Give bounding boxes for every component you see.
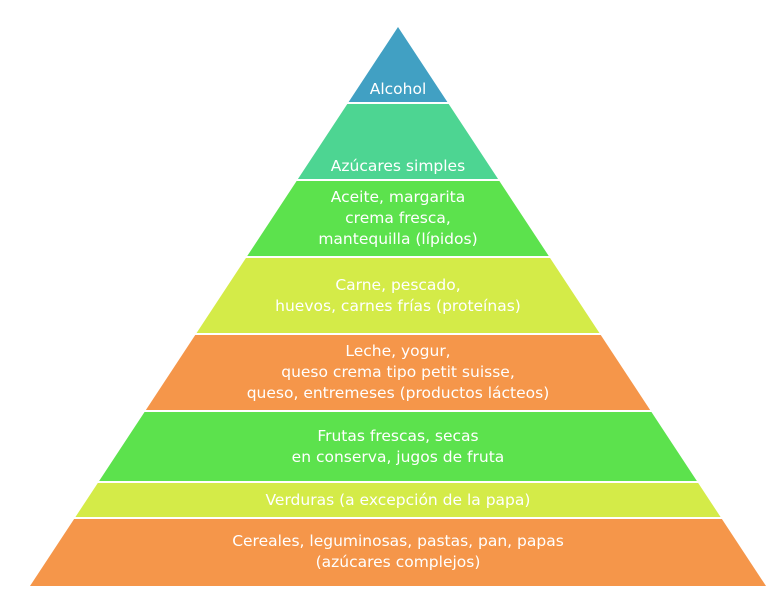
level-label-fruits: Frutas frescas, secas en conserva, jugos…	[98, 411, 697, 482]
level-line: Cereales, leguminosas, pastas, pan, papa…	[232, 532, 564, 550]
level-line: mantequilla (lípidos)	[318, 230, 478, 248]
level-label-simple-sugars: Azúcares simples	[297, 103, 498, 180]
level-line: crema fresca,	[345, 209, 451, 227]
level-line: Azúcares simples	[330, 157, 466, 175]
level-label-lipids: Aceite, margarita crema fresca, mantequi…	[247, 180, 550, 257]
level-line: en conserva, jugos de fruta	[291, 447, 505, 466]
level-band-simple-sugars	[297, 104, 499, 179]
level-line: Leche, yogur,	[345, 342, 451, 360]
level-band-cereals	[30, 519, 766, 586]
level-line: huevos, carnes frías (proteínas)	[275, 296, 521, 315]
level-line: Aceite, margarita	[330, 188, 466, 206]
level-line: Verduras (a excepción de la papa)	[265, 490, 531, 509]
level-line: queso, entremeses (productos lácteos)	[246, 384, 550, 402]
level-label-proteins: Carne, pescado, huevos, carnes frías (pr…	[196, 257, 600, 334]
level-line: Frutas frescas, secas	[317, 426, 479, 445]
level-band-lipids	[247, 181, 549, 256]
level-band-fruits	[99, 412, 697, 481]
level-label-vegetables: Verduras (a excepción de la papa)	[75, 482, 721, 518]
level-label-alcohol: Alcohol	[348, 27, 448, 103]
level-line: Alcohol	[369, 80, 427, 98]
level-line: queso crema tipo petit suisse,	[281, 363, 515, 381]
level-band-proteins	[196, 258, 600, 333]
level-label-cereals: Cereales, leguminosas, pastas, pan, papa…	[30, 518, 766, 586]
level-line: (azúcares complejos)	[315, 553, 481, 571]
level-label-dairy: Leche, yogur, queso crema tipo petit sui…	[145, 334, 651, 411]
level-line: Carne, pescado,	[335, 275, 461, 294]
level-band-dairy	[145, 335, 651, 410]
level-band-vegetables	[75, 483, 721, 517]
level-band-alcohol	[348, 27, 448, 102]
